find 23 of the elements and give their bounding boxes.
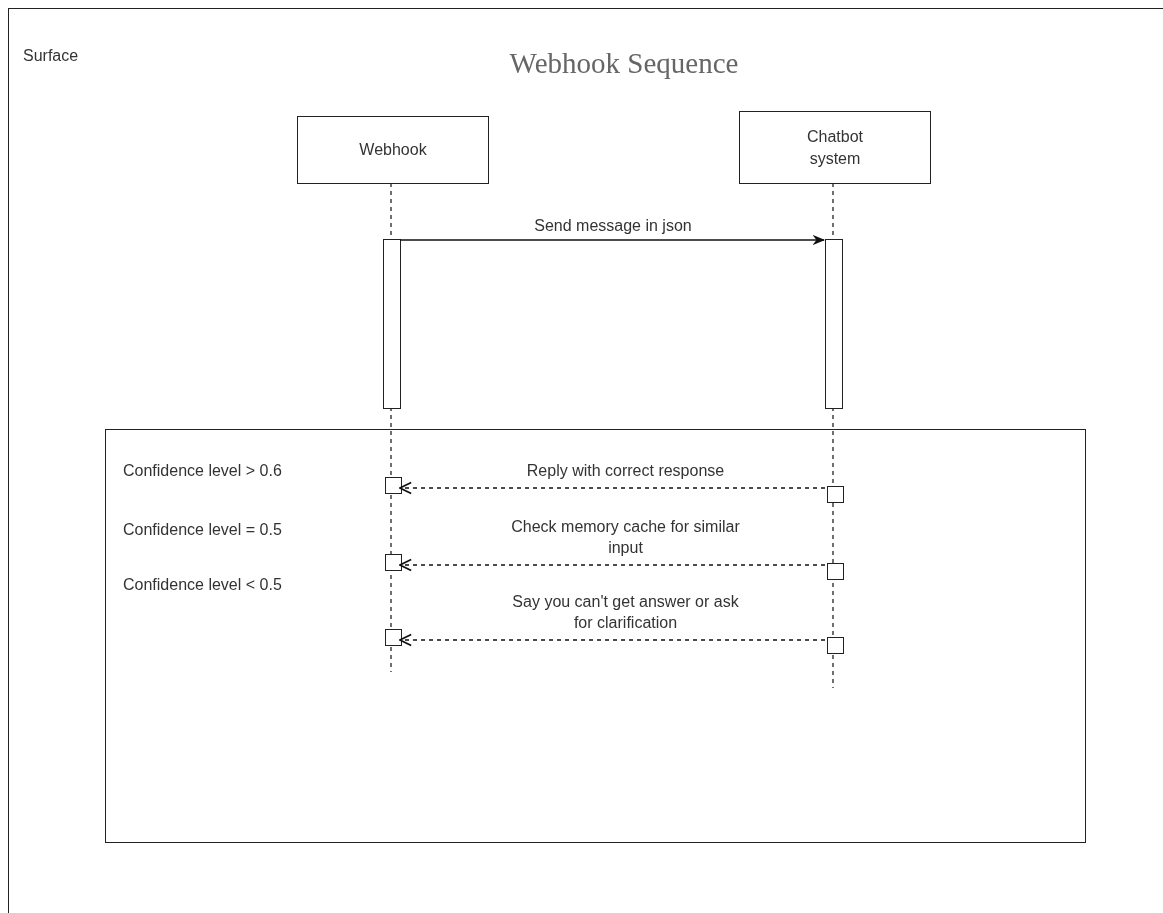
condition-label: Confidence level > 0.6	[123, 462, 282, 480]
participant-box	[297, 116, 489, 184]
arrow	[398, 234, 825, 245]
participant-name: Chatbot system	[805, 126, 864, 169]
title: Webhook Sequence	[509, 47, 739, 80]
arrow	[398, 633, 826, 646]
activation-box	[385, 629, 402, 646]
activation-box	[385, 554, 402, 571]
participant-box	[739, 111, 931, 184]
condition-label: Confidence level = 0.5	[123, 521, 282, 539]
activation-box	[385, 477, 402, 494]
participant-name: Webhook	[358, 140, 428, 160]
activation-box	[827, 563, 844, 580]
activation-bar	[825, 239, 843, 409]
activation-box	[827, 637, 844, 654]
arrow	[398, 558, 826, 571]
activation-bar	[383, 239, 401, 409]
box	[105, 429, 1086, 843]
frame	[8, 8, 1163, 913]
activation-box	[827, 486, 844, 503]
frame-label: Surface	[23, 47, 79, 65]
arrow	[398, 481, 826, 494]
condition-label: Confidence level < 0.5	[123, 576, 282, 594]
